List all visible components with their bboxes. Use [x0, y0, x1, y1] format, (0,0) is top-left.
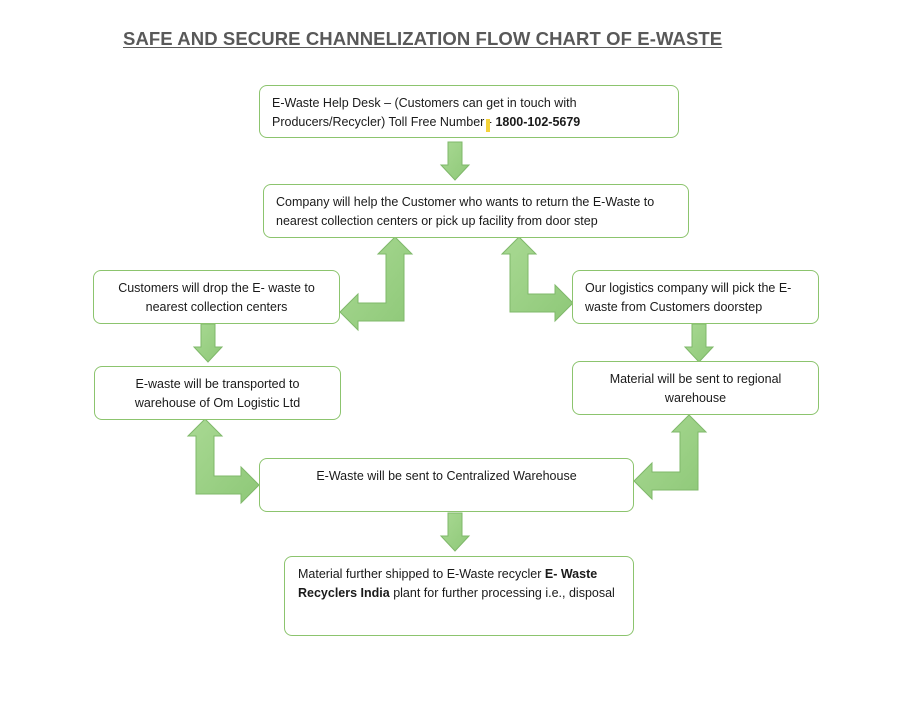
- regional-warehouse-text: Material will be sent to regional wareho…: [609, 372, 782, 405]
- node-regional-warehouse: Material will be sent to regional wareho…: [572, 361, 819, 415]
- down-arrow-1: [439, 141, 471, 181]
- down-arrow-4: [439, 512, 471, 552]
- company-help-text: Company will help the Customer who wants…: [276, 195, 655, 228]
- node-company-help: Company will help the Customer who wants…: [263, 184, 689, 238]
- transport-om-text: E-waste will be transported to warehouse…: [134, 377, 301, 410]
- bent-arrow-bottom-right: [633, 414, 708, 501]
- down-arrow-3: [683, 323, 715, 363]
- logistics-pick-text: Our logistics company will pick the E-wa…: [585, 281, 792, 314]
- recycler-text-after: plant for further processing i.e., dispo…: [389, 586, 615, 600]
- node-central-warehouse: E-Waste will be sent to Centralized Ware…: [259, 458, 634, 512]
- toll-free-number: 1800-102-5679: [495, 115, 581, 129]
- customer-drop-text: Customers will drop the E- waste to near…: [118, 281, 315, 314]
- down-arrow-2: [192, 323, 224, 363]
- recycler-text-before: Material further shipped to E-Waste recy…: [298, 567, 545, 581]
- recycler-name: E- Waste Recyclers India: [298, 567, 598, 600]
- bent-arrow-right-down: [500, 236, 574, 323]
- central-warehouse-text: E-Waste will be sent to Centralized Ware…: [316, 469, 577, 483]
- node-customer-drop: Customers will drop the E- waste to near…: [93, 270, 340, 324]
- flowchart-title: SAFE AND SECURE CHANNELIZATION FLOW CHAR…: [123, 28, 723, 49]
- node-recycler: Material further shipped to E-Waste recy…: [284, 556, 634, 636]
- node-helpdesk: E-Waste Help Desk – (Customers can get i…: [259, 85, 679, 138]
- text-cursor-highlight: [486, 119, 490, 132]
- node-logistics-pick: Our logistics company will pick the E-wa…: [572, 270, 819, 324]
- bent-arrow-left-up: [339, 236, 414, 332]
- bent-arrow-bottom-left: [186, 418, 260, 505]
- node-transport-om: E-waste will be transported to warehouse…: [94, 366, 341, 420]
- helpdesk-text: E-Waste Help Desk – (Customers can get i…: [272, 96, 577, 129]
